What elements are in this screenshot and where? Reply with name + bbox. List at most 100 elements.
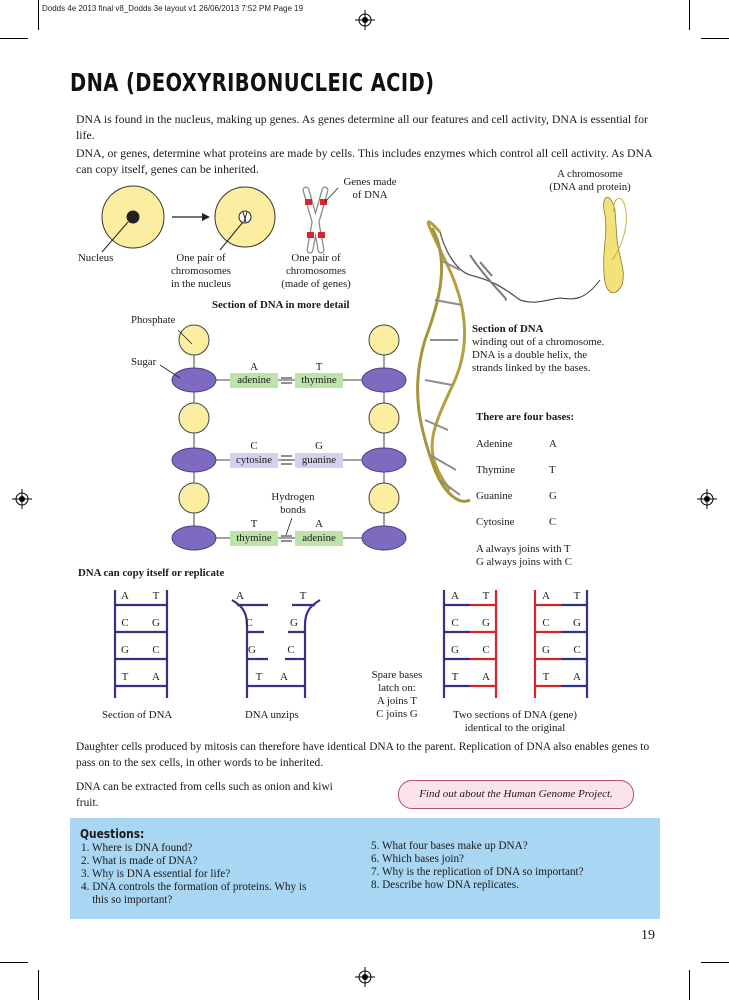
question-item: 7. Why is the replication of DNA so impo… <box>371 866 584 878</box>
replication-base-letter: G <box>451 644 459 656</box>
caption-spare-bases: Spare bases latch on: A joins T C joins … <box>371 669 423 720</box>
replication-base-letter: T <box>256 671 263 683</box>
replication-base-letter: C <box>152 644 159 656</box>
replication-base-letter: G <box>573 617 581 629</box>
replication-base-letter: G <box>121 644 129 656</box>
base-name: adenine <box>237 374 271 386</box>
caption-two-sections: Two sections of DNA (gene) identical to … <box>453 709 577 734</box>
page-title: DNA (DEOXYRIBONUCLEIC ACID) <box>70 68 435 97</box>
replication-base-letter: C <box>121 617 128 629</box>
question-item: 8. Describe how DNA replicates. <box>371 879 519 891</box>
replication-base-letter: T <box>483 590 490 602</box>
replication-base-letter: T <box>153 590 160 602</box>
base-letter: G <box>549 490 557 502</box>
replication-base-letter: G <box>290 617 298 629</box>
replication-letters: A T C G G C T A A T C G G C T A A T C G G C T A A T C G G C T A <box>121 590 581 683</box>
replication-base-letter: C <box>451 617 458 629</box>
label-nucleus: Nucleus <box>78 252 114 264</box>
base-name: cytosine <box>236 454 272 466</box>
registration-mark-right <box>697 489 717 509</box>
base-name: Cytosine <box>476 516 515 528</box>
registration-mark-top <box>355 10 375 30</box>
nucleus-dot <box>126 210 140 224</box>
bases-heading: There are four bases: <box>476 411 575 423</box>
replicate-heading: DNA can copy itself or replicate <box>78 567 225 579</box>
base-name: Guanine <box>476 490 513 502</box>
section-dna-heading: Section of DNA <box>472 323 544 335</box>
question-item: 2. What is made of DNA? <box>81 855 198 867</box>
label-chromosome: A chromosome (DNA and protein) <box>549 168 631 193</box>
questions-box <box>70 818 660 919</box>
base-letter: T <box>549 464 556 476</box>
registration-mark-bottom <box>355 967 375 987</box>
base-name: guanine <box>301 454 337 466</box>
replication-base-letter: T <box>300 590 307 602</box>
label-hydrogen-bonds: Hydrogen bonds <box>271 491 315 516</box>
replication-base-letter: C <box>245 617 252 629</box>
base-name: Adenine <box>476 438 513 450</box>
base-name: thymine <box>301 374 337 386</box>
base-rule-1: A always joins with T <box>476 543 571 555</box>
outro-paragraph: Daughter cells produced by mitosis can t… <box>76 741 650 769</box>
replication-base-letter: T <box>122 671 129 683</box>
base-letter: C <box>549 516 557 528</box>
caption-dna-unzips: DNA unzips <box>245 709 299 721</box>
replication-base-letter: G <box>542 644 550 656</box>
base-letter: C <box>250 440 258 452</box>
question-item: 1. Where is DNA found? <box>81 842 193 854</box>
label-one-pair-genes: One pair of chromosomes (made of genes) <box>281 252 351 290</box>
label-genes-made-of-dna: Genes made of DNA <box>343 176 397 201</box>
label-phosphate: Phosphate <box>131 314 176 326</box>
replication-base-letter: G <box>152 617 160 629</box>
replication-base-letter: A <box>542 590 550 602</box>
replication-base-letter: C <box>287 644 294 656</box>
replication-base-letter: A <box>280 671 288 683</box>
base-letter: A <box>250 361 258 373</box>
print-slug: Dodds 4e 2013 final v8_Dodds 3e layout v… <box>42 4 304 13</box>
base-rule-2: G always joins with C <box>476 556 572 568</box>
question-item: 6. Which bases join? <box>371 853 465 865</box>
caption-section-of-dna: Section of DNA <box>102 709 173 721</box>
replication-base-letter: G <box>482 617 490 629</box>
intro-paragraph-1: DNA is found in the nucleus, making up g… <box>76 112 648 142</box>
base-letter: T <box>250 518 258 530</box>
base-name: adenine <box>302 532 336 544</box>
replication-base-letter: C <box>542 617 549 629</box>
question-item: 3. Why is DNA essential for life? <box>81 868 231 880</box>
questions-heading: Questions: <box>80 826 145 841</box>
base-name: Thymine <box>476 464 515 476</box>
registration-mark-left <box>12 489 32 509</box>
intro-paragraph-2: DNA, or genes, determine what proteins a… <box>76 146 652 176</box>
replication-base-letter: T <box>574 590 581 602</box>
dna-detail-diagram <box>159 324 407 551</box>
replication-base-letter: A <box>482 671 490 683</box>
label-sugar: Sugar <box>131 356 157 368</box>
dna-helix-illustration <box>416 197 627 503</box>
base-letter: T <box>315 361 323 373</box>
replication-base-letter: C <box>573 644 580 656</box>
replication-diagrams <box>113 590 589 698</box>
extract-paragraph: DNA can be extracted from cells such as … <box>76 781 333 809</box>
replication-base-letter: T <box>543 671 550 683</box>
question-item: 4. DNA controls the formation of protein… <box>81 881 307 906</box>
detail-heading: Section of DNA in more detail <box>212 299 350 311</box>
replication-base-letter: A <box>451 590 459 602</box>
label-one-pair-nucleus: One pair of chromosomes in the nucleus <box>171 252 231 290</box>
replication-base-letter: G <box>248 644 256 656</box>
replication-base-letter: A <box>573 671 581 683</box>
find-out-callout: Find out about the Human Genome Project. <box>398 780 634 809</box>
replication-base-letter: T <box>452 671 459 683</box>
question-item: 5. What four bases make up DNA? <box>371 840 528 852</box>
base-letter: G <box>315 440 323 452</box>
replication-base-letter: C <box>482 644 489 656</box>
base-letter: A <box>315 518 323 530</box>
chromosome-pair-icon <box>302 186 339 254</box>
base-name: thymine <box>236 532 272 544</box>
page-number: 19 <box>641 928 655 943</box>
base-letter: A <box>549 438 557 450</box>
replication-base-letter: A <box>236 590 244 602</box>
replication-base-letter: A <box>152 671 160 683</box>
dna-illustrations: A T C G G C T A A T C G G C T A A T C G G C T A A T C G G C T A <box>101 185 627 698</box>
section-dna-text: winding out of a chromosome. DNA is a do… <box>472 336 605 374</box>
replication-base-letter: A <box>121 590 129 602</box>
